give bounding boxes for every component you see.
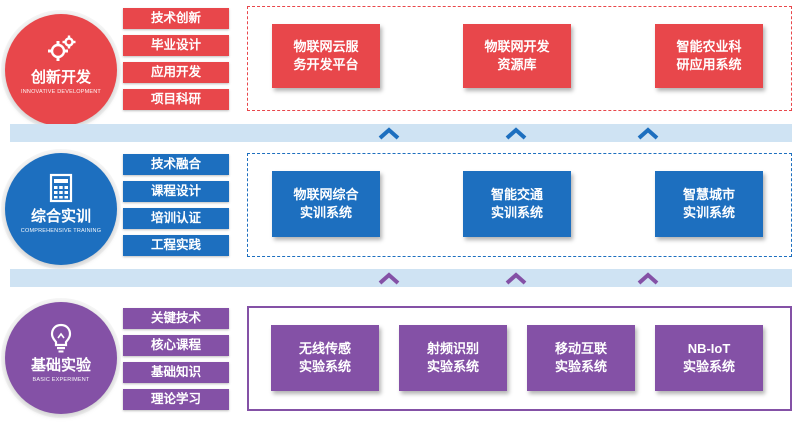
tier-title: 基础实验 bbox=[30, 357, 91, 374]
card-line: 实验系统 bbox=[682, 359, 735, 374]
chevron-up-icon bbox=[378, 272, 400, 285]
card-line: 智能农业科 bbox=[676, 39, 742, 54]
card-line: 实训系统 bbox=[490, 205, 543, 220]
tier-circle-training: 综合实训 COMPREHENSIVE TRAINING bbox=[5, 153, 117, 265]
card-smart-traffic: 智能交通实训系统 bbox=[463, 171, 571, 237]
tag-item: 理论学习 bbox=[123, 389, 229, 410]
card-line: 实验系统 bbox=[554, 359, 607, 374]
spreadsheet-icon bbox=[49, 173, 73, 203]
chevron-up-icon bbox=[637, 272, 659, 285]
tier-subtitle: BASIC EXPERIMENT bbox=[32, 377, 90, 383]
card-line: NB-IoT bbox=[687, 341, 731, 356]
card-line: 实训系统 bbox=[299, 205, 352, 220]
tag-item: 应用开发 bbox=[123, 62, 229, 83]
tag-item: 毕业设计 bbox=[123, 35, 229, 56]
card-line: 资源库 bbox=[497, 57, 537, 72]
card-line: 智能交通 bbox=[490, 187, 543, 202]
gears-icon bbox=[48, 35, 76, 61]
lightbulb-icon bbox=[50, 323, 72, 353]
card-line: 研应用系统 bbox=[676, 57, 742, 72]
card-line: 物联网综合 bbox=[293, 187, 359, 202]
tier-subtitle: COMPREHENSIVE TRAINING bbox=[20, 228, 102, 234]
card-line: 物联网开发 bbox=[484, 39, 550, 54]
chevron-up-icon bbox=[505, 127, 527, 140]
card-wireless-sensing: 无线传感实验系统 bbox=[271, 325, 379, 391]
card-line: 移动互联 bbox=[554, 341, 607, 356]
card-mobile-internet: 移动互联实验系统 bbox=[527, 325, 635, 391]
connector-band-lower bbox=[10, 269, 792, 287]
tag-item: 核心课程 bbox=[123, 335, 229, 356]
basic-cards-panel bbox=[247, 306, 792, 411]
card-line: 务开发平台 bbox=[293, 57, 359, 72]
chevron-up-icon bbox=[637, 127, 659, 140]
card-smart-agriculture: 智能农业科研应用系统 bbox=[655, 24, 763, 88]
tag-item: 基础知识 bbox=[123, 362, 229, 383]
chevron-up-icon bbox=[378, 127, 400, 140]
card-nb-iot: NB-IoT 实验系统 bbox=[655, 325, 763, 391]
tag-item: 项目科研 bbox=[123, 89, 229, 110]
training-cards-panel bbox=[247, 153, 792, 257]
tier-title: 综合实训 bbox=[30, 208, 91, 225]
tag-item: 关键技术 bbox=[123, 308, 229, 329]
connector-band-upper bbox=[10, 124, 792, 142]
card-iot-dev-library: 物联网开发资源库 bbox=[463, 24, 571, 88]
tier-subtitle: INNOVATIVE DEVELOPMENT bbox=[21, 89, 101, 95]
card-line: 射频识别 bbox=[426, 341, 479, 356]
card-iot-training: 物联网综合实训系统 bbox=[272, 171, 380, 237]
innovative-cards-panel bbox=[247, 6, 792, 111]
tag-item: 技术融合 bbox=[123, 154, 229, 175]
tag-item: 工程实践 bbox=[123, 235, 229, 256]
card-line: 物联网云服 bbox=[293, 39, 359, 54]
tag-item: 培训认证 bbox=[123, 208, 229, 229]
tier-circle-basic: 基础实验 BASIC EXPERIMENT bbox=[5, 302, 117, 414]
card-line: 实验系统 bbox=[426, 359, 479, 374]
tier-circle-innovative: 创新开发 INNOVATIVE DEVELOPMENT bbox=[5, 14, 117, 126]
card-smart-city: 智慧城市实训系统 bbox=[655, 171, 763, 237]
chevron-up-icon bbox=[505, 272, 527, 285]
card-line: 智慧城市 bbox=[682, 187, 735, 202]
card-line: 实验系统 bbox=[298, 359, 351, 374]
tag-item: 技术创新 bbox=[123, 8, 229, 29]
tier-title: 创新开发 bbox=[30, 69, 91, 86]
card-line: 实训系统 bbox=[682, 205, 735, 220]
card-iot-cloud-platform: 物联网云服务开发平台 bbox=[272, 24, 380, 88]
card-line: 无线传感 bbox=[298, 341, 351, 356]
tag-item: 课程设计 bbox=[123, 181, 229, 202]
card-rfid: 射频识别实验系统 bbox=[399, 325, 507, 391]
